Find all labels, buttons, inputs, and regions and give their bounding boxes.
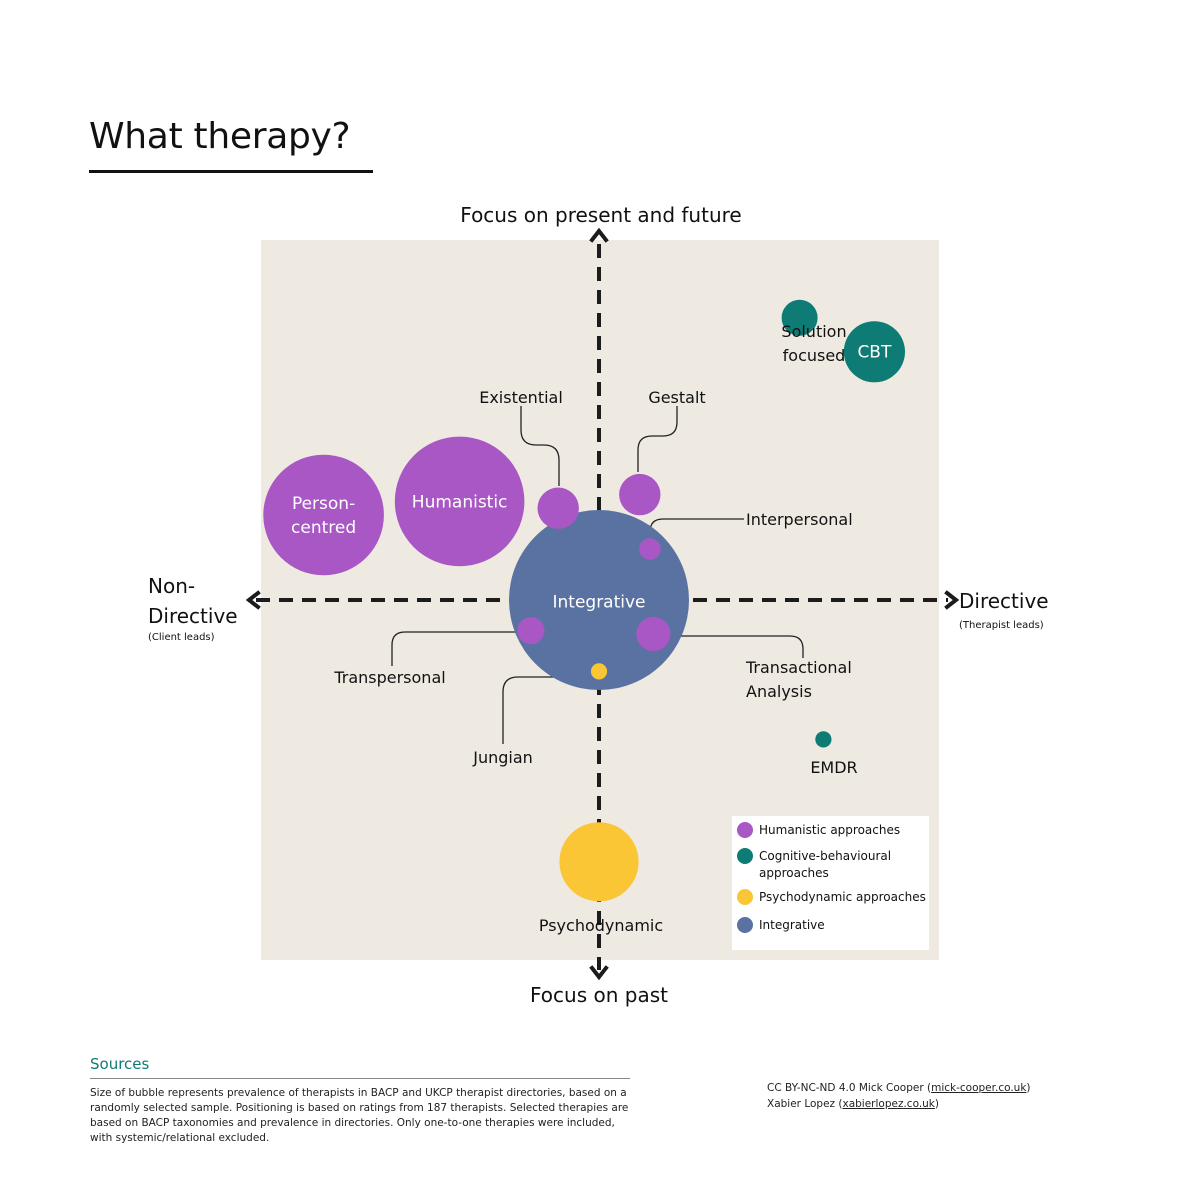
solution-focused-label: Solution xyxy=(781,322,846,341)
transpersonal-bubble xyxy=(517,617,545,645)
emdr-bubble xyxy=(815,731,832,748)
existential-leader-line xyxy=(520,406,560,486)
leader-lines xyxy=(391,406,804,744)
xabier-lopez-link[interactable]: xabierlopez.co.uk xyxy=(842,1098,935,1110)
arrow-left-icon xyxy=(245,590,261,610)
emdr-label: EMDR xyxy=(810,758,857,777)
credit-line-2: Xabier Lopez (xabierlopez.co.uk) xyxy=(767,1096,1097,1112)
legend: Humanistic approachesCognitive-behaviour… xyxy=(732,816,929,950)
page-title: What therapy? xyxy=(89,116,351,157)
legend-swatch xyxy=(737,822,753,838)
axis-right-sublabel: (Therapist leads) xyxy=(959,620,1044,631)
legend-label: Psychodynamic approaches xyxy=(759,890,926,904)
arrow-down-icon xyxy=(589,965,609,981)
legend-swatch xyxy=(737,889,753,905)
sources-text: Size of bubble represents prevalence of … xyxy=(90,1087,629,1144)
gestalt-leader-line xyxy=(637,406,678,472)
jungian-leader-line xyxy=(502,676,590,744)
transactional-analysis-label: Analysis xyxy=(746,682,812,701)
transactional-analysis-leader-line xyxy=(670,635,804,658)
axis-bottom-label: Focus on past xyxy=(530,983,668,1007)
axis-right-label: Directive xyxy=(959,589,1049,613)
legend-swatch xyxy=(737,848,753,864)
axis-top-label: Focus on present and future xyxy=(460,203,741,227)
legend-label: approaches xyxy=(759,866,829,880)
arrow-right-icon xyxy=(944,590,960,610)
bubbles xyxy=(263,299,906,902)
credit-1-suffix: ) xyxy=(1026,1082,1031,1094)
sources-divider xyxy=(90,1078,630,1079)
humanistic-bubble xyxy=(394,436,525,567)
legend-label: Humanistic approaches xyxy=(759,823,900,837)
transpersonal-leader-line xyxy=(391,631,519,666)
axis-left-sublabel: (Client leads) xyxy=(148,632,215,643)
cbt-label: CBT xyxy=(857,342,892,362)
legend-label: Cognitive-behavioural xyxy=(759,849,891,863)
interpersonal-label: Interpersonal xyxy=(746,510,853,529)
transactional-analysis-label: Transactional xyxy=(745,658,852,677)
cbt-bubble xyxy=(843,321,906,383)
jungian-label: Jungian xyxy=(472,748,533,767)
mick-cooper-link[interactable]: mick-cooper.co.uk xyxy=(931,1082,1027,1094)
person-centred-bubble xyxy=(263,454,384,576)
gestalt-bubble xyxy=(619,473,661,516)
gestalt-label: Gestalt xyxy=(648,388,705,407)
psychodynamic-bubble xyxy=(559,822,639,902)
credit-2-suffix: ) xyxy=(934,1098,940,1110)
credit-1-prefix: CC BY-NC-ND 4.0 Mick Cooper ( xyxy=(767,1082,932,1094)
integrative-label: Integrative xyxy=(552,592,645,612)
legend-label: Integrative xyxy=(759,918,825,932)
credit-line-1: CC BY-NC-ND 4.0 Mick Cooper (mick-cooper… xyxy=(767,1080,1097,1096)
existential-label: Existential xyxy=(479,388,563,407)
arrow-up-icon xyxy=(589,227,609,243)
bubble-labels: Integrative Humanistic Person-centred Exist… xyxy=(291,322,892,935)
person-centred-label: Person- xyxy=(292,494,355,514)
legend-box xyxy=(732,816,929,950)
existential-bubble xyxy=(537,487,579,529)
title-underline xyxy=(89,170,373,173)
axis-left-label: Directive xyxy=(148,604,238,628)
transactional-analysis-bubble xyxy=(636,616,671,652)
legend-swatch xyxy=(737,917,753,933)
interpersonal-bubble xyxy=(639,538,661,560)
credit-2-prefix: Xabier Lopez ( xyxy=(767,1098,843,1110)
sources-title: Sources xyxy=(90,1055,150,1073)
person-centred-label: centred xyxy=(291,518,356,538)
transpersonal-label: Transpersonal xyxy=(333,668,445,687)
axis-left-label: Non- xyxy=(148,574,195,598)
solution-focused-bubble xyxy=(781,299,818,336)
credits: CC BY-NC-ND 4.0 Mick Cooper (mick-cooper… xyxy=(767,1080,1097,1112)
jungian-bubble xyxy=(590,663,608,680)
humanistic-label: Humanistic xyxy=(412,492,508,512)
psychodynamic-label: Psychodynamic xyxy=(539,916,663,935)
solution-focused-label: focused xyxy=(783,346,846,365)
